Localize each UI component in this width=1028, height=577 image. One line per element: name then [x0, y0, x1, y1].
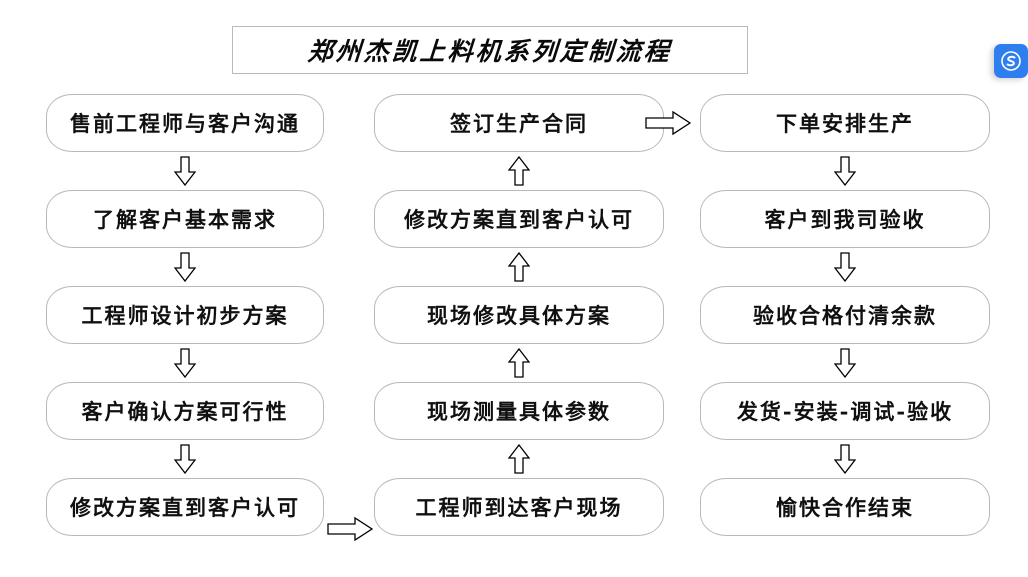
page-title-box: 郑州杰凯上料机系列定制流程 — [232, 26, 748, 74]
arrow-up-connector — [508, 440, 530, 478]
arrow-down-connector — [174, 344, 196, 382]
arrow-up-connector — [508, 344, 530, 382]
flow-node[interactable]: 愉快合作结束 — [700, 478, 990, 536]
flow-node[interactable]: 工程师到达客户现场 — [374, 478, 664, 536]
flow-node-label: 客户到我司验收 — [764, 207, 926, 232]
page-title: 郑州杰凯上料机系列定制流程 — [306, 37, 673, 66]
flow-column-2: 签订生产合同 修改方案直到客户认可 现场修改具体方案 现场测量具体参数 工程师到… — [374, 94, 664, 536]
flow-node[interactable]: 了解客户基本需求 — [46, 190, 324, 248]
flow-node-label: 下单安排生产 — [776, 111, 914, 136]
flow-node-label: 现场测量具体参数 — [427, 399, 611, 424]
flow-node-label: 了解客户基本需求 — [93, 207, 277, 232]
flow-node-label: 验收合格付清余款 — [753, 303, 937, 328]
flow-node-label: 修改方案直到客户认可 — [70, 495, 300, 520]
arrow-up-connector — [508, 152, 530, 190]
arrow-down-connector — [834, 440, 856, 478]
flow-node[interactable]: 现场修改具体方案 — [374, 286, 664, 344]
flow-node[interactable]: 发货-安装-调试-验收 — [700, 382, 990, 440]
flow-node[interactable]: 签订生产合同 — [374, 94, 664, 152]
flow-node-label: 工程师到达客户现场 — [415, 495, 623, 520]
arrow-down-connector — [834, 344, 856, 382]
arrow-up-connector — [508, 248, 530, 286]
arrow-down-connector — [174, 152, 196, 190]
flow-column-3: 下单安排生产 客户到我司验收 验收合格付清余款 发货-安装-调试-验收 愉快合作… — [700, 94, 990, 536]
flow-column-1: 售前工程师与客户沟通 了解客户基本需求 工程师设计初步方案 客户确认方案可行性 … — [46, 94, 324, 536]
flow-node-label: 发货-安装-调试-验收 — [736, 399, 954, 424]
flow-node-label: 修改方案直到客户认可 — [404, 207, 634, 232]
flow-node-label: 售前工程师与客户沟通 — [70, 111, 300, 136]
flow-node-label: 客户确认方案可行性 — [81, 399, 289, 424]
flow-node[interactable]: 客户到我司验收 — [700, 190, 990, 248]
flow-node[interactable]: 修改方案直到客户认可 — [374, 190, 664, 248]
arrow-down-connector — [834, 248, 856, 286]
flow-node[interactable]: 下单安排生产 — [700, 94, 990, 152]
flow-node[interactable]: 售前工程师与客户沟通 — [46, 94, 324, 152]
flow-node-label: 愉快合作结束 — [776, 495, 914, 520]
flow-node[interactable]: 客户确认方案可行性 — [46, 382, 324, 440]
flow-node[interactable]: 工程师设计初步方案 — [46, 286, 324, 344]
arrow-right-connector — [640, 103, 696, 143]
arrow-down-connector — [834, 152, 856, 190]
flow-node-label: 签订生产合同 — [450, 111, 588, 136]
arrow-right-connector — [322, 509, 378, 549]
arrow-down-connector — [174, 248, 196, 286]
arrow-down-connector — [174, 440, 196, 478]
flow-node-label: 工程师设计初步方案 — [81, 303, 289, 328]
flow-node[interactable]: 验收合格付清余款 — [700, 286, 990, 344]
flow-node-label: 现场修改具体方案 — [427, 303, 611, 328]
flow-node[interactable]: 现场测量具体参数 — [374, 382, 664, 440]
s-logo-icon[interactable] — [994, 44, 1028, 78]
flow-node[interactable]: 修改方案直到客户认可 — [46, 478, 324, 536]
